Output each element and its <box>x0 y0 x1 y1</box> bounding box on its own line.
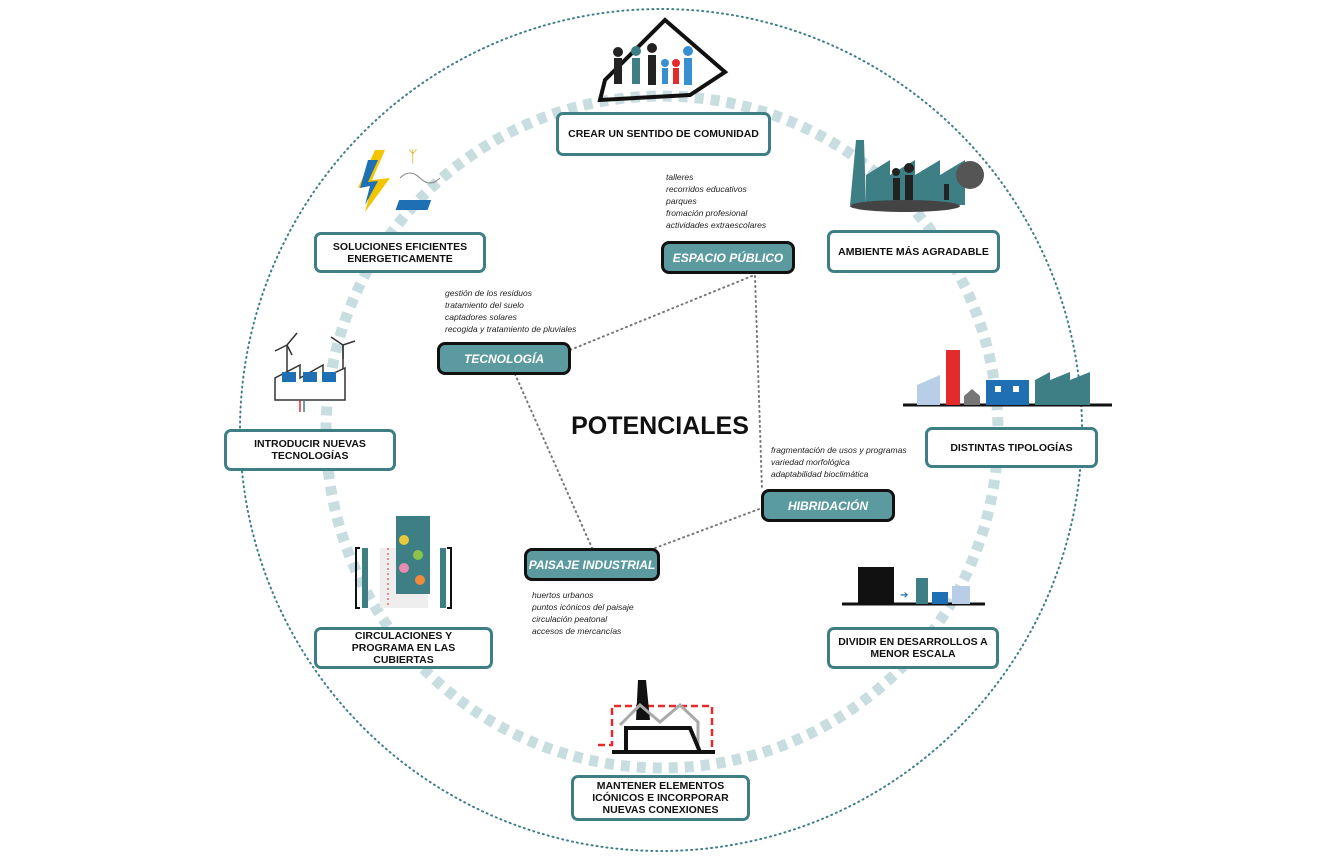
svg-text:ᛉ: ᛉ <box>408 149 418 166</box>
note: huertos urbanos <box>532 590 594 600</box>
note: fragmentación de usos y programas <box>771 445 907 455</box>
connector-lines <box>514 275 763 549</box>
outer-distintas-tipologias: DISTINTAS TIPOLOGÍAS <box>925 427 1098 468</box>
note: talleres <box>666 172 694 182</box>
community-icon <box>597 17 729 103</box>
note: tratamiento del suelo <box>445 300 524 310</box>
pillar-tecnologia: TECNOLOGÍA <box>437 342 571 375</box>
hibridacion-notes: fragmentación de usos y programas varied… <box>771 444 907 480</box>
building-types-icon <box>903 350 1112 407</box>
note: fromación profesional <box>666 208 748 218</box>
outer-crear-comunidad: CREAR UN SENTIDO DE COMUNIDAD <box>556 112 771 156</box>
pillar-hibridacion: HIBRIDACIÓN <box>761 489 895 522</box>
tecnologia-notes: gestión de los residuos tratamiento del … <box>445 287 576 335</box>
wind-solar-icon <box>274 332 356 412</box>
roof-circulation-icon <box>355 516 452 609</box>
energy-icon: ᛉ <box>358 149 441 212</box>
note: variedad morfológica <box>771 457 850 467</box>
note: actividades extraescolares <box>666 220 767 230</box>
outer-circulaciones-cubiertas: CIRCULACIONES Y PROGRAMA EN LAS CUBIERTA… <box>314 627 493 669</box>
note: gestión de los residuos <box>445 288 532 298</box>
pillar-espacio-publico: ESPACIO PÚBLICO <box>661 241 795 274</box>
outer-dividir-desarrollos: DIVIDIR EN DESARROLLOS A MENOR ESCALA <box>827 627 999 669</box>
note: circulación peatonal <box>532 614 608 624</box>
note: captadores solares <box>445 312 517 322</box>
note: puntos icónicos del paisaje <box>532 602 634 612</box>
espacio-publico-notes: talleres recorridos educativos parques f… <box>666 171 766 231</box>
pillar-paisaje-industrial: PAISAJE INDUSTRIAL <box>524 548 660 581</box>
svg-text:➔: ➔ <box>900 590 908 601</box>
outer-ambiente-agradable: AMBIENTE MÁS AGRADABLE <box>827 230 1000 273</box>
note: adaptabilidad bioclimática <box>771 469 869 479</box>
note: recogida y tratamiento de pluviales <box>445 324 577 334</box>
note: accesos de mercancías <box>532 626 622 636</box>
diagram-title: POTENCIALES <box>571 412 749 440</box>
note: recorridos educativos <box>666 184 747 194</box>
chimney-icon <box>598 680 715 754</box>
paisaje-industrial-notes: huertos urbanos puntos icónicos del pais… <box>532 589 634 637</box>
outer-nuevas-tecnologias: INTRODUCIR NUEVAS TECNOLOGÍAS <box>224 429 396 471</box>
scale-icon: ➔ <box>842 567 985 606</box>
park-factory-icon <box>850 140 984 212</box>
outer-mantener-elementos: MANTENER ELEMENTOS ICÓNICOS E INCORPORAR… <box>571 775 750 821</box>
outer-soluciones-eficientes: SOLUCIONES EFICIENTES ENERGETICAMENTE <box>314 232 486 273</box>
note: parques <box>666 196 697 206</box>
